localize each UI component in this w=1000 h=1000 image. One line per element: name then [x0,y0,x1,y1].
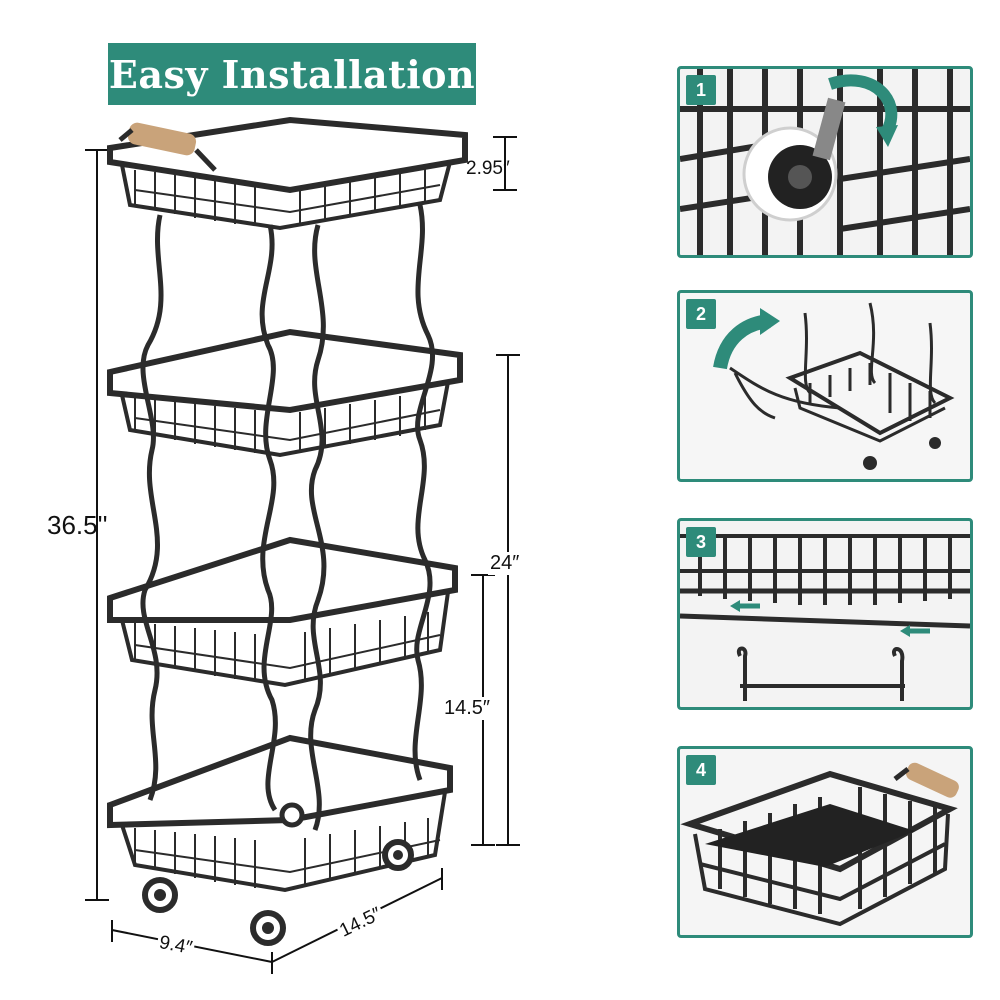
basket-2 [107,328,463,458]
page-title: Easy Installation [108,51,476,97]
upper-height-label: 24″ [488,552,522,575]
lower-height-label: 14.5″ [442,697,493,720]
step-2-badge: 2 [686,299,716,329]
step-4-panel: 4 [677,746,973,938]
basket-1 [107,116,468,231]
wheel-icons [142,802,414,946]
total-height-label: 36.5'' [47,510,108,540]
baskets [107,116,468,893]
step-1-panel: 1 [677,66,973,258]
basket-3 [107,536,458,688]
handle-icon [118,122,217,172]
step-2-illustration [713,302,955,470]
step-1-badge: 1 [686,75,716,105]
dimension-lines [85,136,520,974]
step-3-badge: 3 [686,527,716,557]
step-1-illustration [680,69,970,255]
step-4-badge: 4 [686,755,716,785]
product-illustration [85,116,520,974]
step-3-panel: 3 [677,518,973,710]
title-banner: Easy Installation [108,43,476,105]
step-2-panel: 2 [677,290,973,482]
basket-depth-label: 2.95″ [466,158,510,179]
step-4-illustration [680,762,959,927]
step-3-illustration [680,534,970,701]
